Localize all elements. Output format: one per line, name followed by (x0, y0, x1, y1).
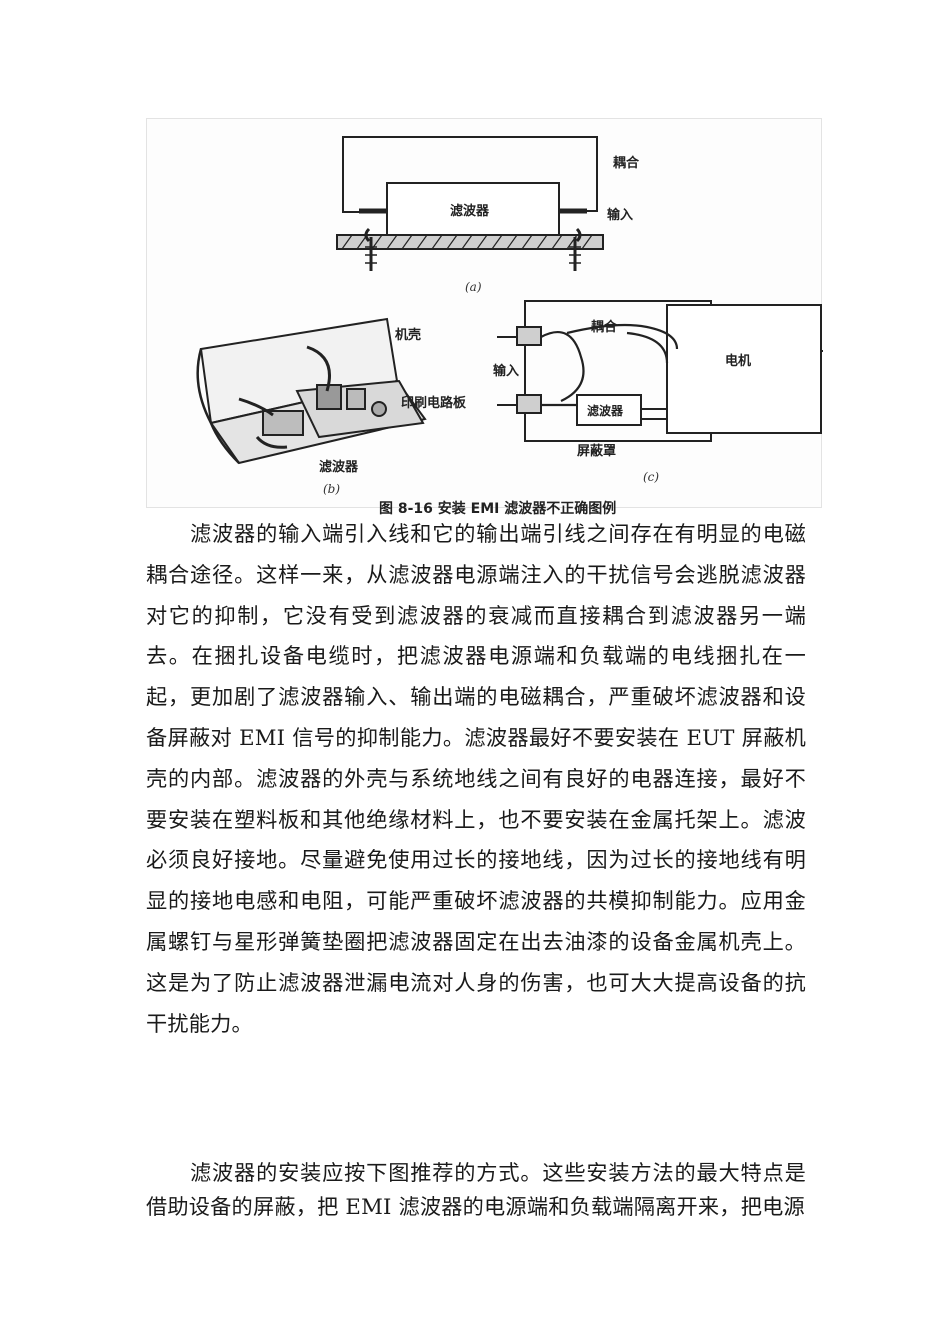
figure-caption: 图 8-16 安装 EMI 滤波器不正确图例 (379, 500, 616, 517)
label-c-coupling: 耦合 (591, 319, 618, 335)
figure-8-16: 耦合 滤波器 输入 (a) 机壳 印刷电路板 滤波器 (b) (146, 118, 823, 517)
label-c-filter: 滤波器 (587, 403, 624, 418)
label-b-pcb: 印刷电路板 (401, 395, 467, 411)
label-a-input: 输入 (607, 207, 633, 223)
label-c-sub: (c) (643, 470, 659, 484)
label-b-sub: (b) (323, 482, 340, 496)
diagram-a (336, 136, 604, 271)
label-b-filter: 滤波器 (319, 459, 359, 475)
coupling-wire-a (342, 136, 598, 213)
label-a-filter: 滤波器 (450, 203, 490, 219)
label-c-motor: 电机 (725, 353, 751, 369)
diagram-b (196, 317, 427, 465)
figure-drawing: 耦合 滤波器 输入 (a) 机壳 印刷电路板 滤波器 (b) (196, 136, 823, 517)
label-b-chassis: 机壳 (395, 327, 421, 343)
body-paragraph-1: 滤波器的输入端引入线和它的输出端引线之间存在有明显的电磁耦合途径。这样一来，从滤… (146, 521, 806, 1036)
mounting-plate-a (336, 234, 604, 250)
label-c-shield: 屏蔽罩 (577, 443, 616, 459)
label-a-coupling: 耦合 (613, 155, 640, 171)
filter-box-c (576, 394, 642, 426)
diagram-c (497, 300, 823, 442)
motor-box-c (666, 304, 822, 434)
label-a-sub: (a) (465, 280, 482, 294)
label-c-input: 输入 (493, 363, 519, 379)
body-paragraph-2: 滤波器的安装应按下图推荐的方式。这些安装方法的最大特点是借助设备的屏蔽，把 EM… (146, 1160, 806, 1219)
filter-b (262, 410, 304, 436)
